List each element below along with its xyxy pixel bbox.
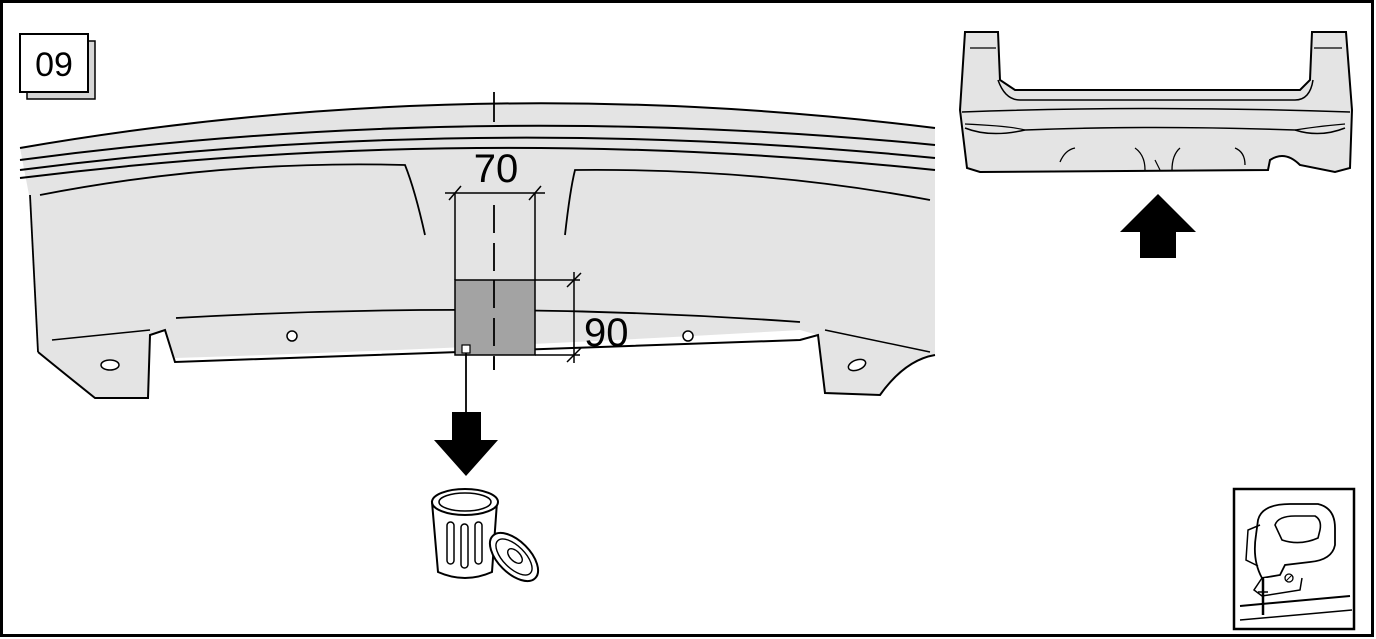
trash-bin-icon — [430, 488, 540, 583]
height-label: 90 — [584, 311, 629, 355]
bumper-section-drawing — [19, 92, 936, 399]
width-label: 70 — [474, 147, 519, 191]
arrow-up-icon — [1120, 194, 1196, 258]
mounting-hole — [682, 330, 694, 342]
mounting-hole — [100, 359, 120, 371]
step-number: 09 — [35, 46, 73, 84]
mounting-hole — [286, 330, 298, 342]
step-number-badge: 09 — [19, 33, 96, 100]
height-dimension: 90 — [535, 272, 629, 363]
width-dimension: 70 — [445, 147, 545, 280]
mounting-hole — [847, 358, 867, 372]
bumper-overview-drawing — [958, 31, 1354, 174]
jigsaw-icon — [1232, 487, 1356, 631]
arrow-down-icon — [434, 412, 498, 476]
cutout-area — [454, 279, 536, 356]
